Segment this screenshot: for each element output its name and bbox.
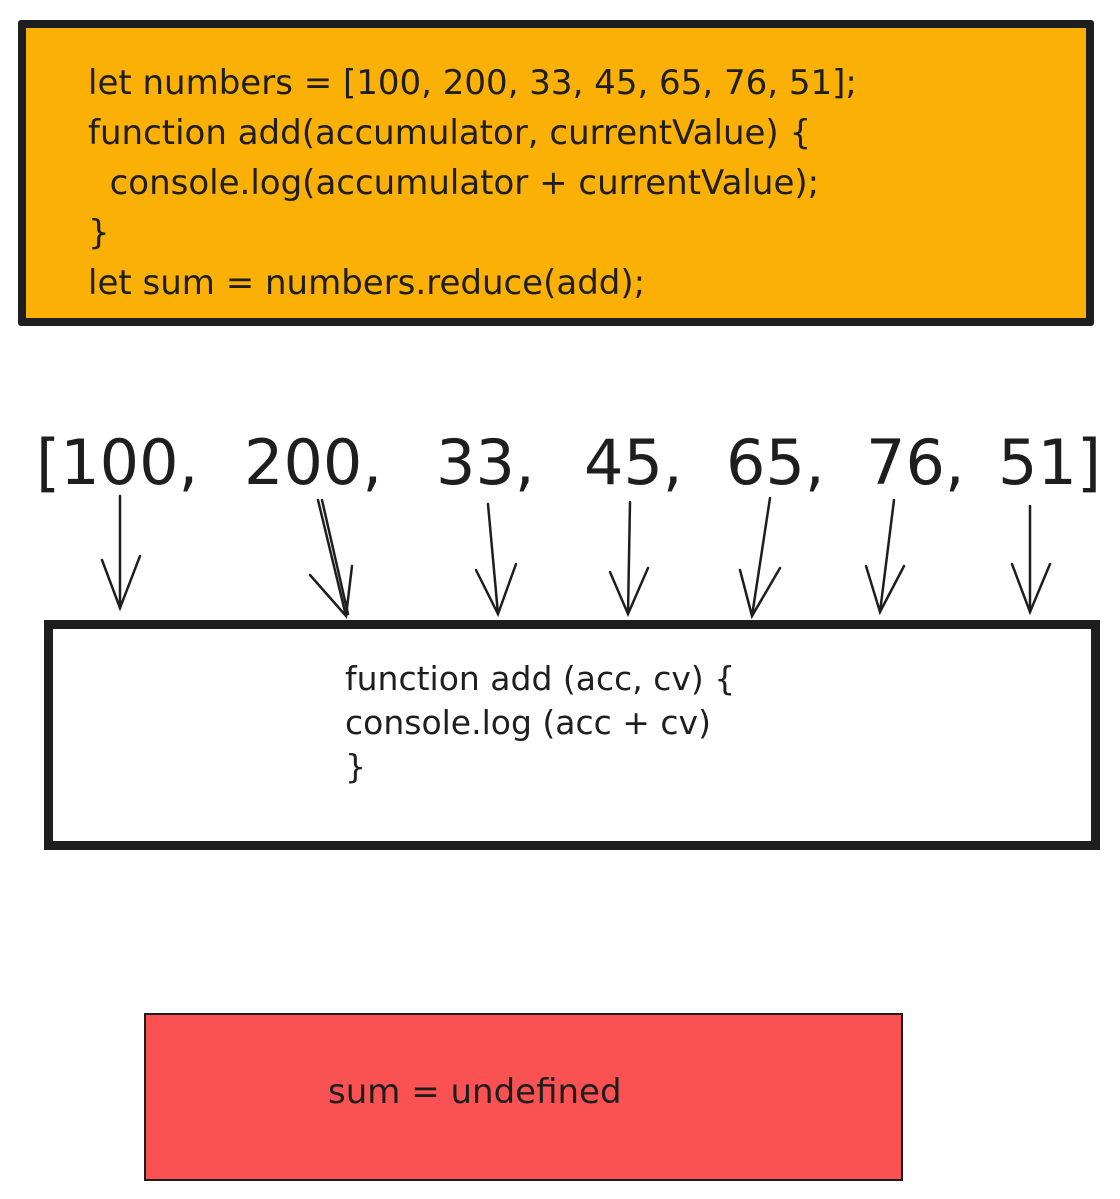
code-block: let numbers = [100, 200, 33, 45, 65, 76,… bbox=[18, 20, 1094, 326]
array-values: [100, 200, 33, 45, 65, 76, 51] bbox=[36, 418, 1101, 508]
code-line-reduce: let sum = numbers.reduce(add); bbox=[88, 263, 646, 303]
arrow-33 bbox=[474, 502, 518, 618]
array-item-45: 45, bbox=[584, 426, 683, 499]
arrow-51 bbox=[1010, 504, 1052, 616]
fn-line-close-brace: } bbox=[345, 747, 366, 786]
array-item-100: [100, bbox=[36, 426, 199, 499]
function-box-lines: function add (acc, cv) { console.log (ac… bbox=[345, 657, 735, 789]
array-item-51: 51] bbox=[998, 426, 1102, 499]
arrow-76 bbox=[864, 498, 906, 616]
array-item-33: 33, bbox=[436, 426, 535, 499]
result-box: sum = undefined bbox=[144, 1013, 903, 1181]
function-box: function add (acc, cv) { console.log (ac… bbox=[44, 620, 1100, 850]
array-item-200: 200, bbox=[244, 426, 383, 499]
array-item-76: 76, bbox=[866, 426, 965, 499]
fn-line-console-log: console.log (acc + cv) bbox=[345, 703, 711, 742]
array-item-65: 65, bbox=[726, 426, 825, 499]
arrow-45 bbox=[608, 500, 650, 618]
code-line-close-brace: } bbox=[88, 213, 110, 253]
result-text: sum = undefined bbox=[328, 1072, 622, 1112]
arrow-200 bbox=[308, 498, 354, 619]
arrow-100 bbox=[100, 494, 142, 612]
code-line-console-log: console.log(accumulator + currentValue); bbox=[88, 163, 820, 203]
fn-line-declaration: function add (acc, cv) { bbox=[345, 659, 736, 698]
code-lines: let numbers = [100, 200, 33, 45, 65, 76,… bbox=[88, 58, 857, 308]
code-line-numbers: let numbers = [100, 200, 33, 45, 65, 76,… bbox=[88, 63, 857, 103]
arrow-65 bbox=[738, 496, 782, 620]
code-line-function-decl: function add(accumulator, currentValue) … bbox=[88, 113, 812, 153]
